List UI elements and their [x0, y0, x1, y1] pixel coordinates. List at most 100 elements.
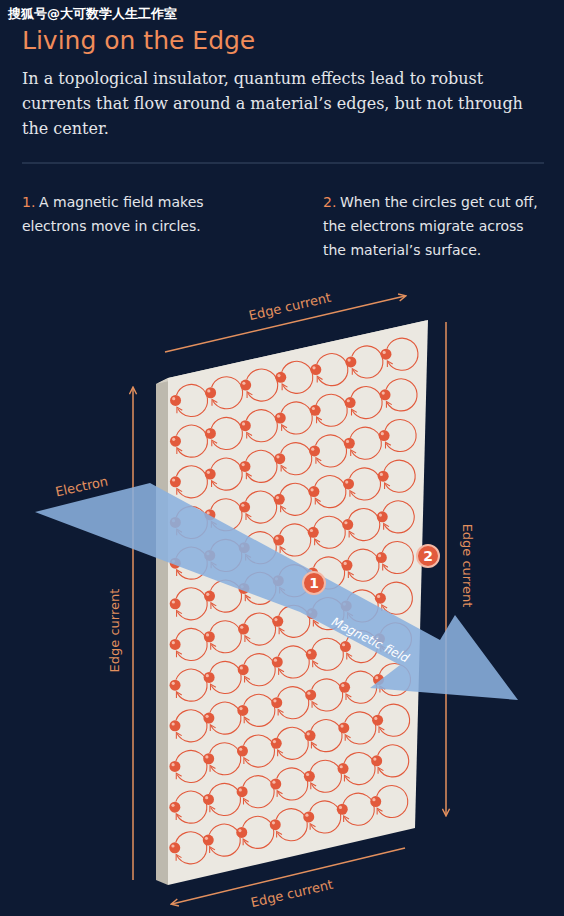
- electron-highlight: [346, 440, 349, 443]
- electron-highlight: [312, 366, 315, 369]
- electron-highlight: [305, 814, 308, 817]
- electron-highlight: [172, 641, 175, 644]
- electron-orbit: [278, 687, 309, 719]
- electron-highlight: [340, 765, 343, 768]
- electron: [240, 420, 251, 431]
- watermark: 搜狐号@大可数学人生工作室: [8, 5, 177, 23]
- electron: [337, 804, 348, 815]
- electron-orbit: [310, 801, 341, 833]
- electron-orbit: [210, 621, 241, 653]
- electron-highlight: [205, 796, 208, 799]
- electron-orbit: [246, 491, 277, 523]
- electron-highlight: [272, 821, 275, 824]
- electron-highlight: [311, 448, 314, 451]
- electron: [205, 469, 216, 480]
- electron-orbit: [246, 450, 277, 482]
- electron: [305, 689, 316, 700]
- electron-highlight: [172, 722, 175, 725]
- slab-side: [156, 378, 168, 885]
- electron-highlight: [344, 521, 347, 524]
- electron: [205, 387, 216, 398]
- electron-highlight: [339, 806, 342, 809]
- electron-highlight: [242, 382, 245, 385]
- electron: [169, 802, 180, 813]
- electron-highlight: [171, 763, 174, 766]
- step-text: A magnetic field makes electrons move in…: [22, 190, 252, 238]
- electron-highlight: [381, 432, 384, 435]
- electron: [204, 631, 215, 642]
- electron-orbit: [349, 509, 380, 541]
- electron-orbit: [315, 476, 346, 508]
- electron-orbit: [176, 791, 207, 823]
- electron: [338, 722, 349, 733]
- electron-highlight: [207, 389, 210, 392]
- electron: [203, 794, 214, 805]
- electron-orbit: [245, 613, 276, 645]
- electron-orbit: [312, 638, 343, 670]
- electron: [305, 730, 316, 741]
- electron-orbit: [383, 501, 414, 533]
- electron-orbit: [348, 549, 379, 581]
- electron-orbit: [243, 776, 274, 808]
- electron-highlight: [276, 496, 279, 499]
- electron-orbit: [246, 410, 277, 442]
- electron: [339, 682, 350, 693]
- electron-highlight: [347, 359, 350, 362]
- electron-orbit: [210, 702, 241, 734]
- electron-highlight: [239, 788, 242, 791]
- electron: [271, 697, 282, 708]
- electron-orbit: [281, 443, 312, 475]
- electron-highlight: [347, 399, 350, 402]
- electron: [169, 720, 180, 731]
- electron-orbit: [281, 402, 312, 434]
- electron-highlight: [207, 471, 210, 474]
- electron-highlight: [306, 773, 309, 776]
- electron-orbit: [211, 458, 242, 490]
- electron: [273, 535, 284, 546]
- edge-current-arrow: [132, 388, 134, 880]
- electron-highlight: [276, 455, 279, 458]
- electron: [238, 624, 249, 635]
- electron-highlight: [273, 740, 276, 743]
- electron-highlight: [277, 374, 280, 377]
- electron-orbit: [282, 361, 313, 393]
- electron-orbit: [277, 768, 308, 800]
- electron-highlight: [207, 430, 210, 433]
- electron: [310, 364, 321, 375]
- electron-highlight: [171, 844, 174, 847]
- electron: [371, 755, 382, 766]
- electron: [170, 598, 181, 609]
- electron-highlight: [272, 781, 275, 784]
- electron: [275, 372, 286, 383]
- electron-highlight: [239, 748, 242, 751]
- electron-orbit: [177, 384, 208, 416]
- electron: [239, 502, 250, 513]
- electron: [345, 397, 356, 408]
- electron-highlight: [380, 473, 383, 476]
- electron-highlight: [205, 715, 208, 718]
- intro-text: In a topological insulator, quantum effe…: [22, 66, 542, 141]
- electron: [378, 471, 389, 482]
- electron: [375, 593, 386, 604]
- electron-highlight: [379, 513, 382, 516]
- electron: [343, 478, 354, 489]
- electron-orbit: [379, 704, 410, 736]
- electron-highlight: [277, 415, 280, 418]
- electron: [203, 713, 214, 724]
- electron-orbit: [210, 743, 241, 775]
- electron-highlight: [274, 659, 277, 662]
- electron-highlight: [307, 732, 310, 735]
- electron-orbit: [211, 417, 242, 449]
- electron: [304, 771, 315, 782]
- electron-orbit: [344, 753, 375, 785]
- electron-highlight: [382, 391, 385, 394]
- electron: [270, 819, 281, 830]
- electron: [310, 405, 321, 416]
- electron: [308, 527, 319, 538]
- electron: [170, 476, 181, 487]
- electron-highlight: [340, 725, 343, 728]
- electron-highlight: [240, 666, 243, 669]
- electron-highlight: [344, 562, 347, 565]
- electron-orbit: [209, 783, 240, 815]
